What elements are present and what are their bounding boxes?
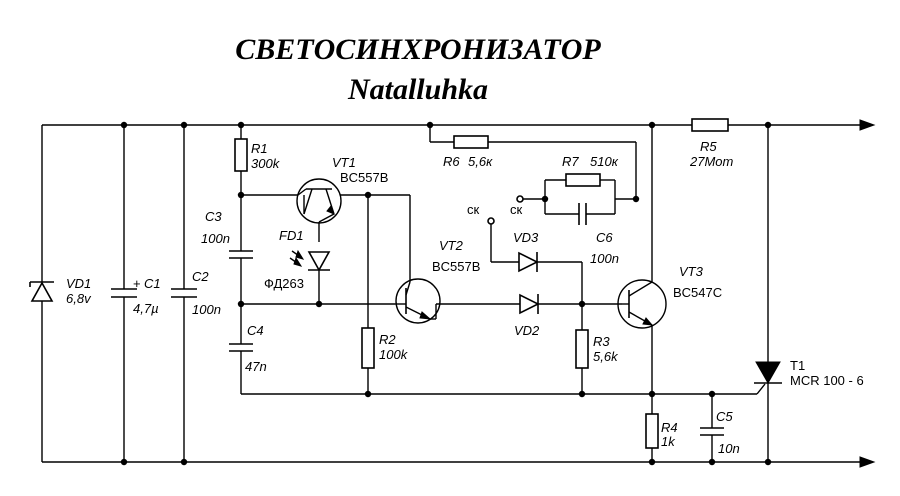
top-rail	[42, 119, 876, 131]
vt3-value: BC547C	[673, 285, 722, 300]
contact-left-label: ск	[467, 202, 480, 217]
c2-capacitor	[171, 125, 197, 462]
r7-c6-network	[522, 173, 636, 225]
vd1-ref: VD1	[66, 276, 91, 291]
bottom-rail	[42, 456, 876, 468]
vt2-ref: VT2	[439, 238, 464, 253]
r1-value: 300k	[251, 156, 281, 171]
r6-ref: R6	[443, 154, 460, 169]
r3-value: 5,6k	[593, 349, 619, 364]
r5-ref: R5	[700, 139, 717, 154]
c5-ref: C5	[716, 409, 733, 424]
r1-ref: R1	[251, 141, 268, 156]
vd1-zener-diode	[29, 125, 54, 462]
c5-value: 10n	[718, 441, 740, 456]
c6-ref: C6	[596, 230, 613, 245]
contact-left	[487, 217, 495, 262]
r7-value: 510к	[590, 154, 619, 169]
r6-resistor	[429, 125, 637, 199]
c3-value: 100n	[201, 231, 230, 246]
vd2-diode	[519, 293, 622, 315]
c2-ref: C2	[192, 269, 209, 284]
vd2-ref: VD2	[514, 323, 540, 338]
r4-value: 1k	[661, 434, 676, 449]
diagram-title: СВЕТОСИНХРОНИЗАТОР	[235, 33, 601, 66]
fd1-value: ФД263	[264, 276, 304, 291]
fd1-photodiode	[289, 249, 331, 304]
junction-dots	[120, 121, 772, 466]
vt3-ref: VT3	[679, 264, 704, 279]
c3-ref: C3	[205, 209, 222, 224]
t1-ref: T1	[790, 358, 805, 373]
c2-value: 100n	[192, 302, 221, 317]
r4-ref: R4	[661, 420, 678, 435]
r4-resistor	[645, 394, 659, 462]
vd3-ref: VD3	[513, 230, 539, 245]
contact-right-label: ск	[510, 202, 523, 217]
vd1-value: 6,8v	[66, 291, 92, 306]
r3-ref: R3	[593, 334, 610, 349]
c1-capacitor	[111, 125, 137, 462]
c4-capacitor	[229, 304, 253, 394]
vd3-diode	[491, 251, 583, 304]
t1-value: MCR 100 - 6	[790, 373, 864, 388]
c4-ref: C4	[247, 323, 264, 338]
r1-resistor	[234, 125, 248, 195]
contact-right	[516, 195, 524, 203]
r5-value: 27Mom	[689, 154, 734, 169]
r7-ref: R7	[562, 154, 579, 169]
r2-ref: R2	[379, 332, 396, 347]
r6-value: 5,6к	[468, 154, 493, 169]
r2-value: 100k	[379, 347, 409, 362]
c1-ref: C1	[144, 276, 161, 291]
vt3-transistor	[617, 125, 667, 394]
diagram-subtitle: Natalluhka	[347, 73, 488, 106]
vt1-transistor	[241, 178, 342, 242]
c6-value: 100n	[590, 251, 619, 266]
r3-resistor	[575, 304, 589, 394]
r5-resistor	[691, 118, 729, 132]
c4-value: 47n	[245, 359, 267, 374]
c1-polarity: +	[133, 276, 141, 291]
t1-thyristor	[754, 125, 782, 462]
fd1-ref: FD1	[279, 228, 304, 243]
vt1-ref: VT1	[332, 155, 356, 170]
c1-value: 4,7µ	[133, 301, 159, 316]
vt2-value: BC557B	[432, 259, 480, 274]
r2-resistor	[361, 327, 375, 394]
c3-capacitor	[229, 195, 253, 304]
vt2-transistor	[395, 278, 441, 324]
vt1-value: BC557B	[340, 170, 388, 185]
c5-capacitor	[700, 394, 724, 462]
